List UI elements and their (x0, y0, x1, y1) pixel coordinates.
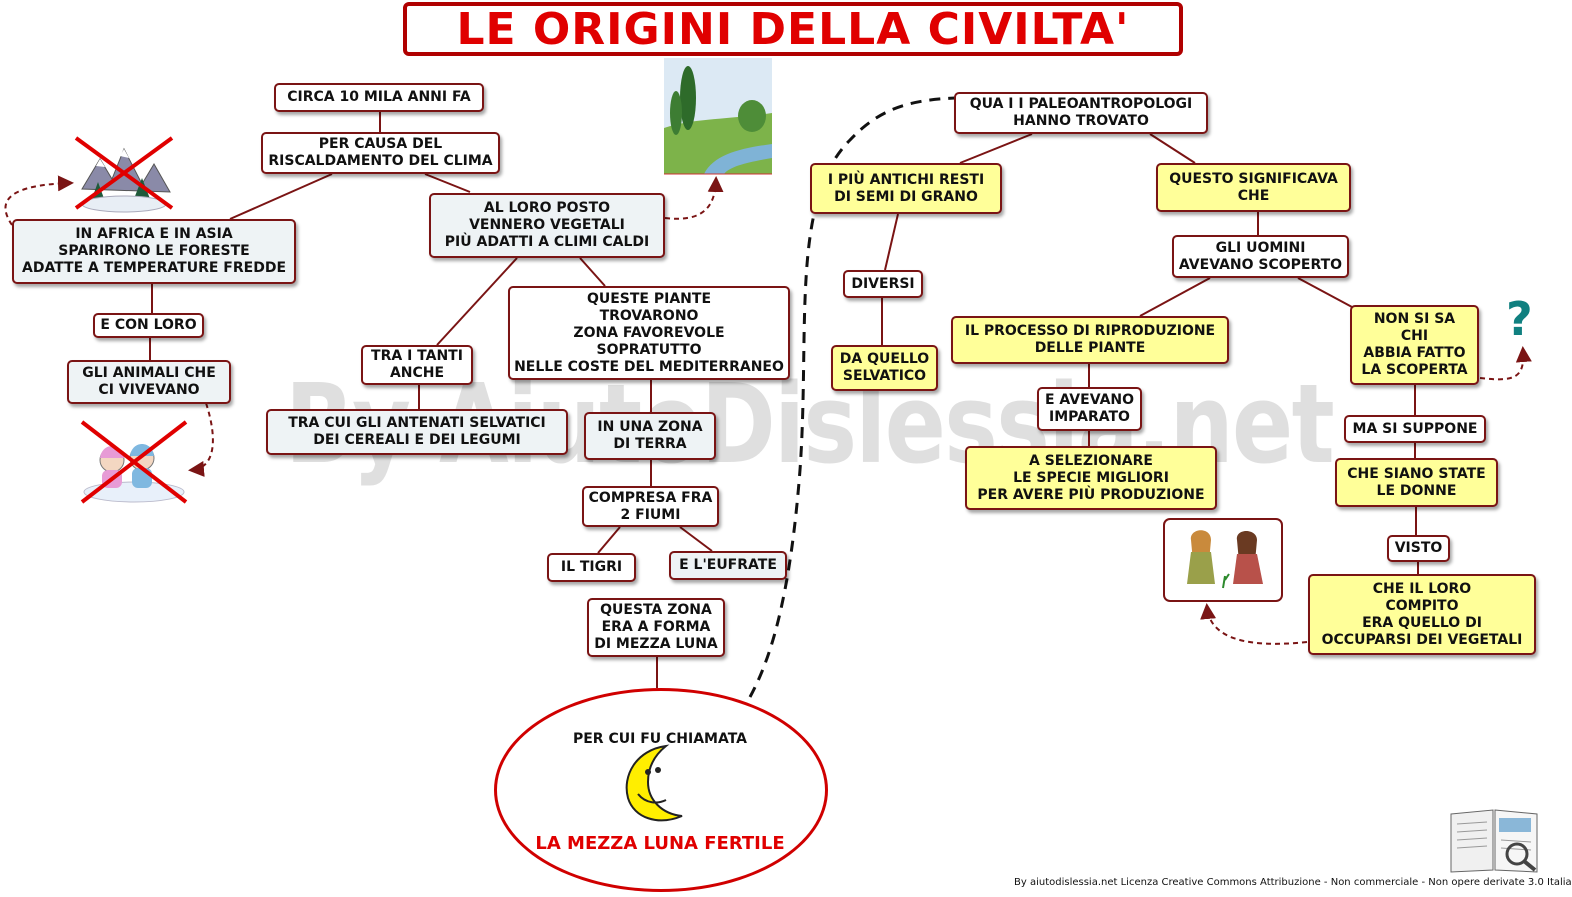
node-processo: IL PROCESSO DI RIPRODUZIONE DELLE PIANTE (951, 316, 1229, 364)
node-significava: QUESTO SIGNIFICAVA CHE (1156, 163, 1351, 212)
smiling-moon-icon (625, 744, 683, 822)
node-suppone: MA SI SUPPONE (1344, 415, 1486, 443)
node-circa: CIRCA 10 MILA ANNI FA (274, 83, 484, 112)
green-landscape-icon (664, 58, 772, 175)
node-uomini: GLI UOMINI AVEVANO SCOPERTO (1172, 235, 1349, 278)
book-logo-icon (1450, 809, 1538, 873)
node-antenati: TRA CUI GLI ANTENATI SELVATICI DEI CEREA… (266, 409, 568, 455)
node-visto: VISTO (1387, 535, 1450, 562)
node-alloro: AL LORO POSTO VENNERO VEGETALI PIÙ ADATT… (429, 193, 665, 258)
node-zona: IN UNA ZONA DI TERRA (584, 412, 716, 460)
node-africa: IN AFRICA E IN ASIA SPARIRONO LE FORESTE… (12, 219, 296, 284)
mezza-luna-ellipse (494, 688, 828, 892)
node-resti: I PIÙ ANTICHI RESTI DI SEMI DI GRANO (810, 163, 1002, 214)
women-planting-icon (1163, 518, 1283, 602)
node-imparato: E AVEVANO IMPARATO (1037, 387, 1142, 431)
crossed-snow-animals-icon (80, 420, 188, 504)
license-footer: By aiutodislessia.net Licenza Creative C… (1014, 877, 1572, 888)
node-animali: GLI ANIMALI CHE CI VIVEVANO (67, 360, 231, 404)
node-selezionare: A SELEZIONARE LE SPECIE MIGLIORI PER AVE… (965, 446, 1217, 510)
node-mezzaluna: QUESTA ZONA ERA A FORMA DI MEZZA LUNA (587, 598, 725, 657)
node-tigri: IL TIGRI (547, 553, 636, 582)
node-compito: CHE IL LORO COMPITO ERA QUELLO DI OCCUPA… (1308, 574, 1536, 655)
node-selvatico: DA QUELLO SELVATICO (831, 345, 938, 391)
node-conloro: E CON LORO (93, 313, 204, 338)
node-donne: CHE SIANO STATE LE DONNE (1335, 458, 1498, 507)
question-mark-icon: ? (1506, 292, 1533, 346)
node-paleo: QUA I I PALEOANTROPOLOGI HANNO TROVATO (954, 92, 1208, 134)
node-diversi: DIVERSI (843, 270, 923, 298)
ellipse-bottom-text: LA MEZZA LUNA FERTILE (535, 833, 785, 854)
node-compresa: COMPRESA FRA 2 FIUMI (582, 486, 719, 527)
node-piante: QUESTE PIANTE TROVARONO ZONA FAVOREVOLE … (508, 286, 790, 380)
node-causa: PER CAUSA DEL RISCALDAMENTO DEL CLIMA (261, 132, 500, 174)
crossed-snowy-forest-icon (74, 136, 174, 213)
page-title: LE ORIGINI DELLA CIVILTA' (403, 2, 1183, 56)
node-nonsisa: NON SI SA CHI ABBIA FATTO LA SCOPERTA (1350, 305, 1479, 385)
node-eufrate: E L'EUFRATE (669, 551, 787, 580)
node-tratanti: TRA I TANTI ANCHE (361, 345, 473, 385)
ellipse-top-text: PER CUI FU CHIAMATA (572, 731, 748, 747)
